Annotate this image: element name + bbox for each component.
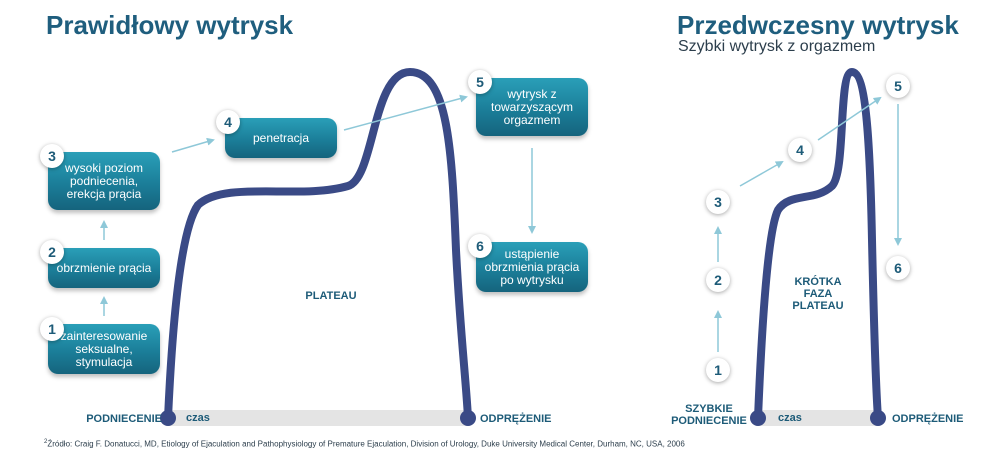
right-step-number-2: 2 — [706, 268, 730, 292]
r-arrow-3-4 — [739, 161, 784, 187]
step-2-text: obrzmienie prącia — [56, 260, 152, 275]
step-number-5: 5 — [468, 70, 492, 94]
right-time-axis — [758, 410, 878, 426]
step-box-4: penetracja — [225, 118, 337, 158]
source-text: Źródło: Craig F. Donatucci, MD, Etiology… — [47, 439, 685, 449]
step-box-1: zainteresowanie seksualne, stymulacja — [48, 324, 160, 374]
step-number-1: 1 — [40, 317, 64, 341]
step-3-text: wysoki poziom podniecenia, erekcja prąci… — [64, 160, 144, 201]
step-box-3: wysoki poziom podniecenia, erekcja prąci… — [48, 152, 160, 210]
right-end-dot — [870, 410, 886, 426]
step-5-text: wytrysk z towarzyszącym orgazmem — [490, 86, 573, 127]
right-step-number-5: 5 — [886, 74, 910, 98]
step-number-2: 2 — [40, 240, 64, 264]
step-number-4: 4 — [216, 110, 240, 134]
right-title: Przedwczesny wytrysk — [677, 10, 959, 40]
right-start-dot — [750, 410, 766, 426]
step-6-text: ustąpienie obrzmienia prącia po wytrysku — [484, 246, 580, 287]
step-number-3: 3 — [40, 144, 64, 168]
left-plateau-label: PLATEAU — [305, 290, 357, 302]
right-step-number-1: 1 — [706, 358, 730, 382]
right-step-number-3: 3 — [706, 190, 730, 214]
step-number-6: 6 — [468, 234, 492, 258]
right-end-label: ODPRĘŻENIE — [892, 413, 964, 425]
left-title: Prawidłowy wytrysk — [46, 10, 294, 40]
r-arrow-4-5 — [817, 96, 882, 141]
right-step-number-6: 6 — [886, 256, 910, 280]
left-response-curve — [164, 67, 472, 422]
right-start-label: SZYBKIE PODNIECENIE — [671, 403, 747, 427]
arrow-3-4 — [171, 137, 215, 153]
left-end-dot — [460, 410, 476, 426]
step-box-2: obrzmienie prącia — [48, 248, 160, 288]
right-step-number-4: 4 — [788, 138, 812, 162]
step-4-text: penetracja — [252, 130, 310, 145]
left-time-axis — [168, 410, 468, 426]
step-1-text: zainteresowanie seksualne, stymulacja — [60, 328, 148, 369]
left-time-label: czas — [186, 412, 210, 424]
step-box-6: ustąpienie obrzmienia prącia po wytrysku — [476, 242, 588, 292]
right-plateau-label: KRÓTKA FAZA PLATEAU — [792, 276, 844, 312]
left-end-label: ODPRĘŻENIE — [480, 413, 552, 425]
right-time-label: czas — [778, 412, 802, 424]
source-footnote: 2Źródło: Craig F. Donatucci, MD, Etiolog… — [44, 439, 685, 449]
right-response-curve — [754, 67, 882, 422]
step-box-5: wytrysk z towarzyszącym orgazmem — [476, 78, 588, 136]
arrow-4-5 — [343, 94, 468, 131]
right-subtitle: Szybki wytrysk z orgazmem — [678, 38, 876, 55]
footnote-mark: 2 — [44, 439, 48, 445]
left-start-label: PODNIECENIE — [86, 413, 162, 425]
left-start-dot — [160, 410, 176, 426]
